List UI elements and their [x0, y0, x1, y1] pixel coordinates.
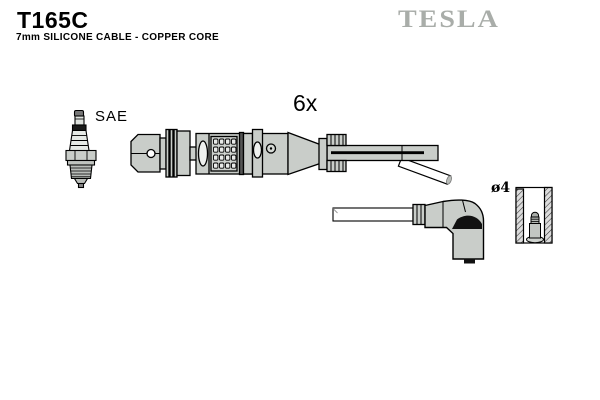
tesla-logo: TESLA	[398, 5, 500, 34]
straight-connector-icon	[130, 128, 452, 185]
spark-plug-standard-label: SAE	[95, 108, 129, 125]
cable-end-icon	[397, 157, 452, 185]
spark-plug-icon	[65, 109, 97, 189]
terminal-diameter-label: ø4	[491, 180, 511, 196]
quantity-label: 6x	[293, 90, 318, 116]
part-description: 7mm SILICONE CABLE - COPPER CORE	[16, 32, 219, 43]
terminal-sleeve-icon	[515, 186, 553, 244]
part-number: T165C	[17, 7, 89, 33]
angled-connector-icon	[332, 199, 485, 264]
